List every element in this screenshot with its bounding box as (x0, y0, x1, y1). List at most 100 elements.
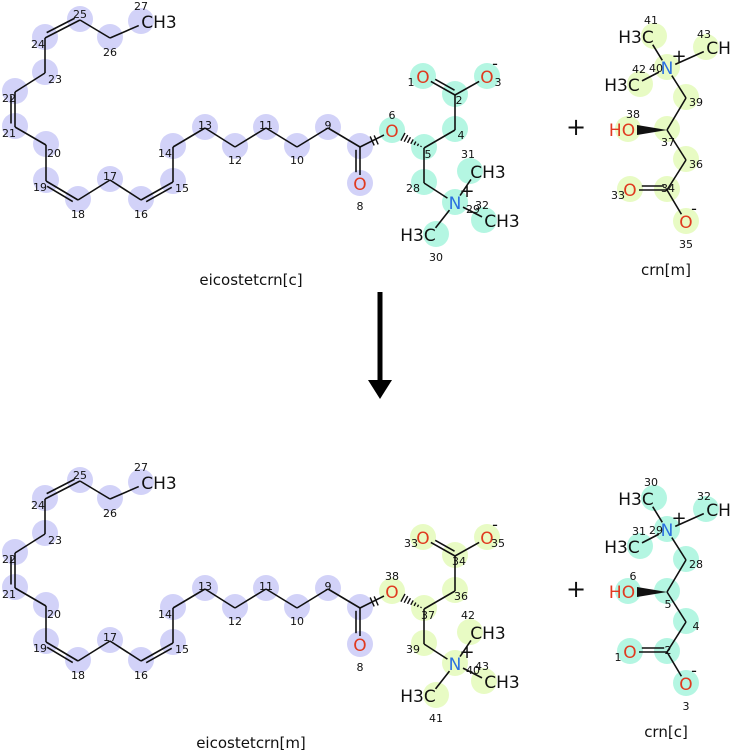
atom-number: 39 (689, 96, 703, 109)
molecule-eicostetcrn-m: CH32726252423222120191817161514131211109… (2, 461, 520, 725)
atom-highlight (65, 186, 91, 212)
atom-number: 1 (615, 651, 622, 664)
atom-highlight (615, 116, 641, 142)
atom-number: 33 (404, 537, 418, 550)
atom-highlight (253, 575, 279, 601)
atom-highlight (474, 524, 500, 550)
bond (434, 670, 451, 690)
atom-number: 10 (290, 615, 304, 628)
atom-number: 8 (357, 661, 364, 674)
atom-label-o: O (353, 175, 366, 195)
atom-highlight (617, 176, 643, 202)
atom-highlight (128, 186, 154, 212)
stereo-cross (369, 136, 375, 146)
bond (172, 588, 206, 609)
atom-label-n: N (661, 521, 674, 541)
atom-label-methyl: CH3 (141, 13, 176, 33)
atom-number: 1 (408, 76, 415, 89)
hashed-bond (413, 141, 417, 146)
atom-number: 30 (429, 251, 443, 264)
bond (234, 127, 267, 148)
bond (44, 480, 81, 500)
atom-highlight (253, 114, 279, 140)
wedge-bond (637, 125, 667, 135)
bond (77, 179, 111, 201)
atom-label-methyl: CH3 (706, 39, 730, 59)
double-bond-line (46, 646, 74, 664)
bond (671, 75, 687, 99)
molecule-name: eicostetcrn[m] (196, 734, 306, 750)
atom-number: 22 (2, 553, 16, 566)
atom-number: 9 (325, 119, 332, 132)
atom-highlight (423, 221, 449, 247)
bond (140, 181, 174, 201)
bond (434, 209, 451, 229)
bond (454, 541, 480, 557)
atom-label-methyl: H3C (400, 226, 435, 246)
bond (666, 621, 687, 653)
atom-number: 36 (689, 158, 703, 171)
bond (652, 44, 663, 61)
molecule-name: crn[c] (644, 723, 688, 741)
atom-number: 8 (357, 200, 364, 213)
atom-label-o: O (679, 675, 692, 695)
atom-label-o: O (353, 636, 366, 656)
atom-label-o: O (480, 68, 493, 88)
atom-number: 40 (466, 664, 480, 677)
atom-number: 31 (461, 148, 475, 161)
atom-highlight (67, 6, 93, 32)
atom-number: 39 (406, 643, 420, 656)
bond (140, 642, 174, 662)
atom-highlight (315, 114, 341, 140)
atom-number: 27 (134, 461, 148, 474)
atom-label-o: O (416, 529, 429, 549)
atom-number: 37 (421, 609, 435, 622)
atom-highlight (97, 627, 123, 653)
atom-number: 3 (683, 700, 690, 713)
hashed-bond (413, 602, 417, 607)
atom-number: 23 (48, 73, 62, 86)
atom-highlight (673, 670, 699, 696)
atom-number: 20 (47, 608, 61, 621)
atom-highlight (411, 134, 437, 160)
hashed-bond (406, 136, 412, 144)
bond (204, 127, 236, 148)
positive-charge: + (671, 46, 686, 67)
atom-label-methyl: H3C (400, 687, 435, 707)
bond (462, 206, 483, 218)
bond (454, 80, 480, 96)
negative-charge: - (492, 515, 498, 534)
atom-label-n: N (449, 194, 462, 214)
stereo-cross (369, 597, 375, 607)
atom-number: 42 (632, 63, 646, 76)
atom-number: 21 (2, 588, 16, 601)
bond (666, 591, 687, 623)
atom-number: 41 (429, 712, 443, 725)
atom-highlight (284, 594, 310, 620)
bond (641, 533, 660, 544)
atom-number: 15 (175, 643, 189, 656)
atom-highlight (617, 638, 643, 664)
atom-highlight (160, 133, 186, 159)
atom-number: 14 (158, 608, 172, 621)
atom-number: 16 (134, 208, 148, 221)
bond (45, 641, 79, 662)
double-bond-line (46, 478, 76, 495)
atom-highlight (411, 595, 437, 621)
atom-highlight (33, 131, 59, 157)
atom-number: 11 (259, 119, 273, 132)
bond (652, 506, 663, 523)
atom-number: 13 (198, 119, 212, 132)
atom-highlight (347, 170, 373, 196)
bond (296, 127, 329, 148)
atom-highlight (97, 24, 123, 50)
atom-highlight (641, 485, 667, 511)
atom-highlight (284, 133, 310, 159)
molecule-name: eicostetcrn[c] (199, 271, 302, 289)
bond (265, 588, 298, 609)
bond (674, 512, 705, 528)
double-bond-line (145, 647, 173, 664)
atom-number: 41 (644, 14, 658, 27)
atom-label-n: N (661, 59, 674, 79)
atom-number: 27 (134, 0, 148, 13)
